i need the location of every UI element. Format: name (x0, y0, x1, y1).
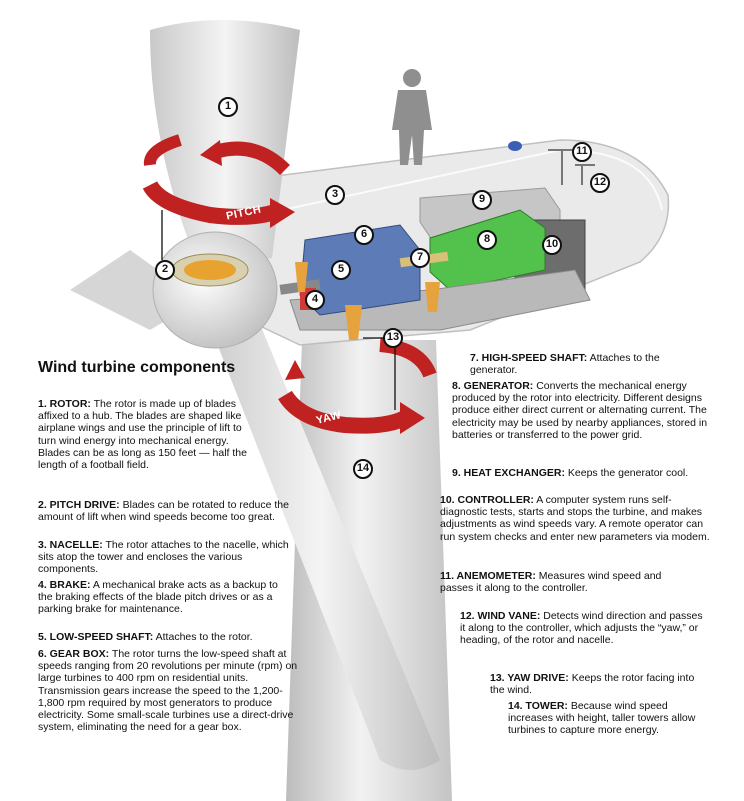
component-1: 1. ROTOR: The rotor is made up of blades… (38, 398, 247, 472)
component-3: 3. NACELLE: The rotor attaches to the na… (38, 539, 289, 576)
component-10: 10. CONTROLLER: A computer system runs s… (440, 494, 710, 543)
blade-lower (200, 300, 440, 770)
pitch-arrow (142, 180, 278, 225)
tower-shape (286, 340, 452, 801)
marker-7: 7 (410, 248, 430, 268)
anemometer-shape (548, 149, 595, 185)
marker-12: 12 (590, 173, 610, 193)
component-6: 6. GEAR BOX: The rotor turns the low-spe… (38, 648, 298, 734)
person-figure (392, 69, 432, 165)
component-5: 5. LOW-SPEED SHAFT: Attaches to the roto… (38, 631, 253, 643)
marker-9: 9 (472, 190, 492, 210)
component-9: 9. HEAT EXCHANGER: Keeps the generator c… (452, 467, 689, 479)
marker-10: 10 (542, 235, 562, 255)
component-2: 2. PITCH DRIVE: Blades can be rotated to… (38, 499, 289, 524)
marker-14: 14 (353, 459, 373, 479)
component-11: 11. ANEMOMETER: Measures wind speed and … (440, 570, 662, 595)
marker-8: 8 (477, 230, 497, 250)
marker-3: 3 (325, 185, 345, 205)
marker-6: 6 (354, 225, 374, 245)
marker-1: 1 (218, 97, 238, 117)
yaw-arrow (278, 390, 409, 434)
yaw-drive-shape (345, 305, 362, 340)
marker-4: 4 (305, 290, 325, 310)
marker-11: 11 (572, 142, 592, 162)
component-12: 12. WIND VANE: Detects wind direction an… (460, 610, 703, 647)
marker-2: 2 (155, 260, 175, 280)
marker-13: 13 (383, 328, 403, 348)
component-7: 7. HIGH-SPEED SHAFT: Attaches to the gen… (470, 352, 660, 377)
component-14: 14. TOWER: Because wind speed increases … (508, 700, 696, 737)
component-8: 8. GENERATOR: Converts the mechanical en… (452, 380, 708, 441)
component-13: 13. YAW DRIVE: Keeps the rotor facing in… (490, 672, 695, 697)
hub-shape (152, 231, 278, 349)
marker-5: 5 (331, 260, 351, 280)
component-4: 4. BRAKE: A mechanical brake acts as a b… (38, 579, 278, 616)
page-title: Wind turbine components (38, 359, 236, 376)
generator-shape (429, 209, 546, 291)
